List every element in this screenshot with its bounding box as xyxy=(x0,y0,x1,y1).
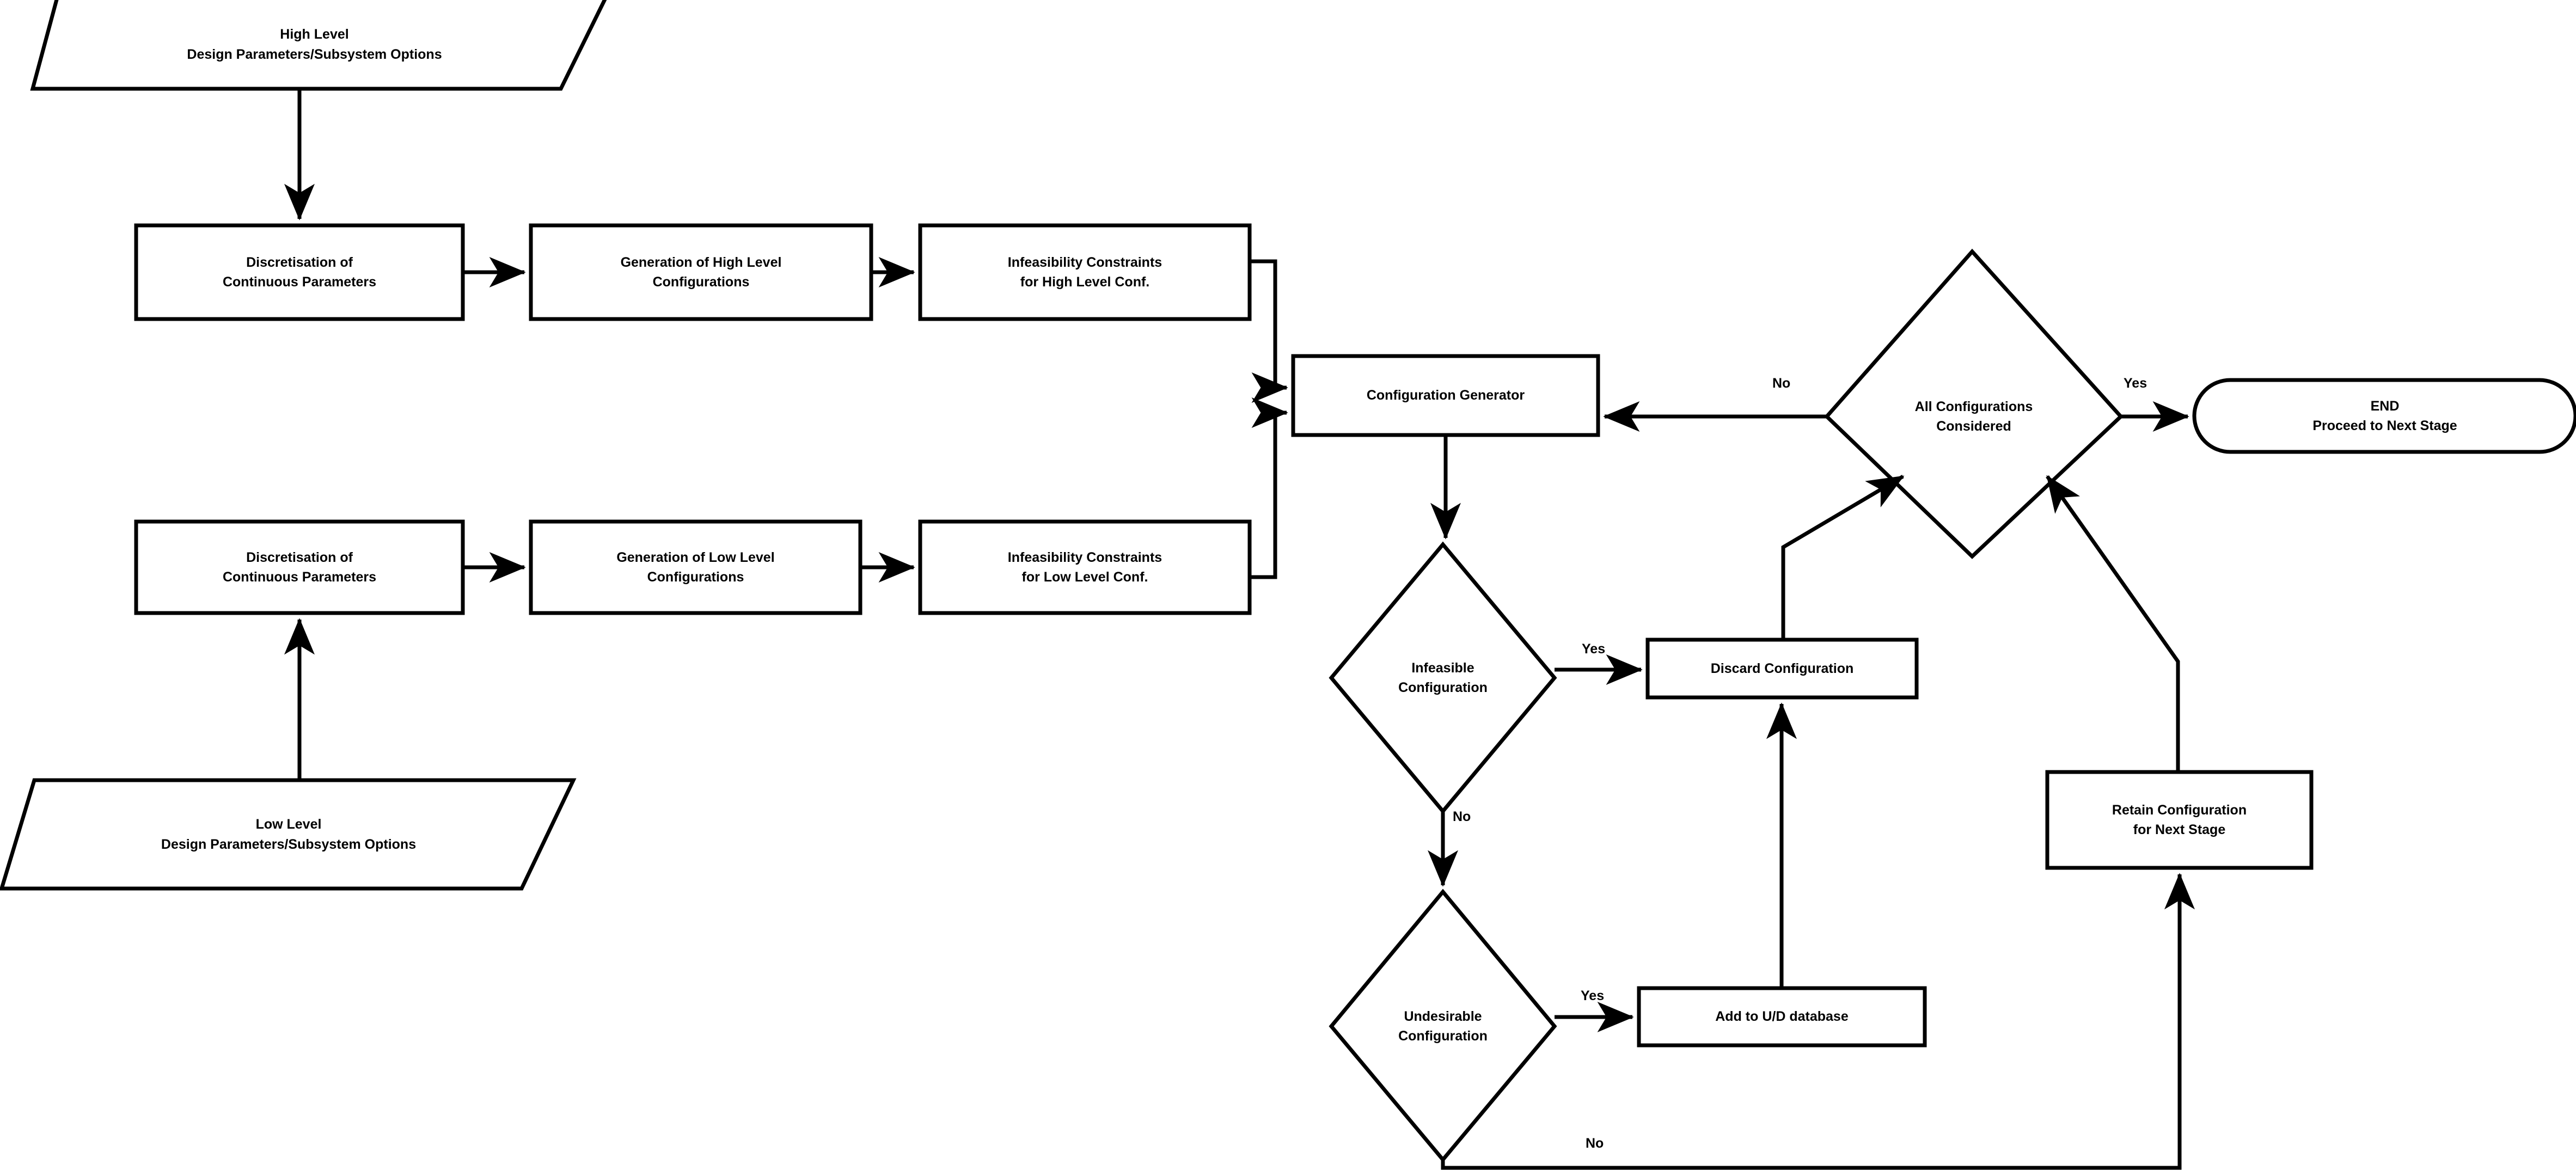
edge-label-undesirable-no: No xyxy=(1586,1136,1604,1151)
shape-discard-configuration xyxy=(1645,638,1919,700)
edge-label-all-considered-no: No xyxy=(1772,376,1791,391)
edge-infeasibility-low-to-generator xyxy=(1250,397,1288,579)
edge-discard-to-all-considered xyxy=(1781,474,1905,640)
shape-infeasibility-low xyxy=(918,519,1252,615)
shape-high-level-input xyxy=(30,0,607,91)
shape-undesirable-configuration xyxy=(1329,889,1557,1163)
shape-add-to-ud-database xyxy=(1637,986,1927,1048)
shape-retain-configuration xyxy=(2045,770,2314,870)
shape-generation-low xyxy=(529,519,862,615)
shape-infeasible-configuration xyxy=(1329,541,1557,814)
shape-low-level-input xyxy=(0,778,577,891)
edge-infeasibility-high-to-generator xyxy=(1250,259,1288,403)
shape-generation-high xyxy=(529,223,873,321)
edge-undesirable-no-to-retain xyxy=(1441,873,2195,1170)
edge-label-infeasible-no: No xyxy=(1453,809,1471,824)
shape-configuration-generator xyxy=(1291,354,1600,437)
shape-discretisation-high xyxy=(134,223,465,321)
edge-label-all-considered-yes: Yes xyxy=(2124,376,2147,391)
edge-label-infeasible-yes: Yes xyxy=(1582,641,1606,657)
shape-infeasibility-high xyxy=(918,223,1252,321)
shape-end xyxy=(2192,378,2576,454)
edge-label-undesirable-yes: Yes xyxy=(1581,988,1605,1003)
edge-retain-to-all-considered xyxy=(2046,475,2180,772)
shape-all-configurations-considered xyxy=(1824,248,2124,559)
shape-discretisation-low xyxy=(134,519,465,615)
